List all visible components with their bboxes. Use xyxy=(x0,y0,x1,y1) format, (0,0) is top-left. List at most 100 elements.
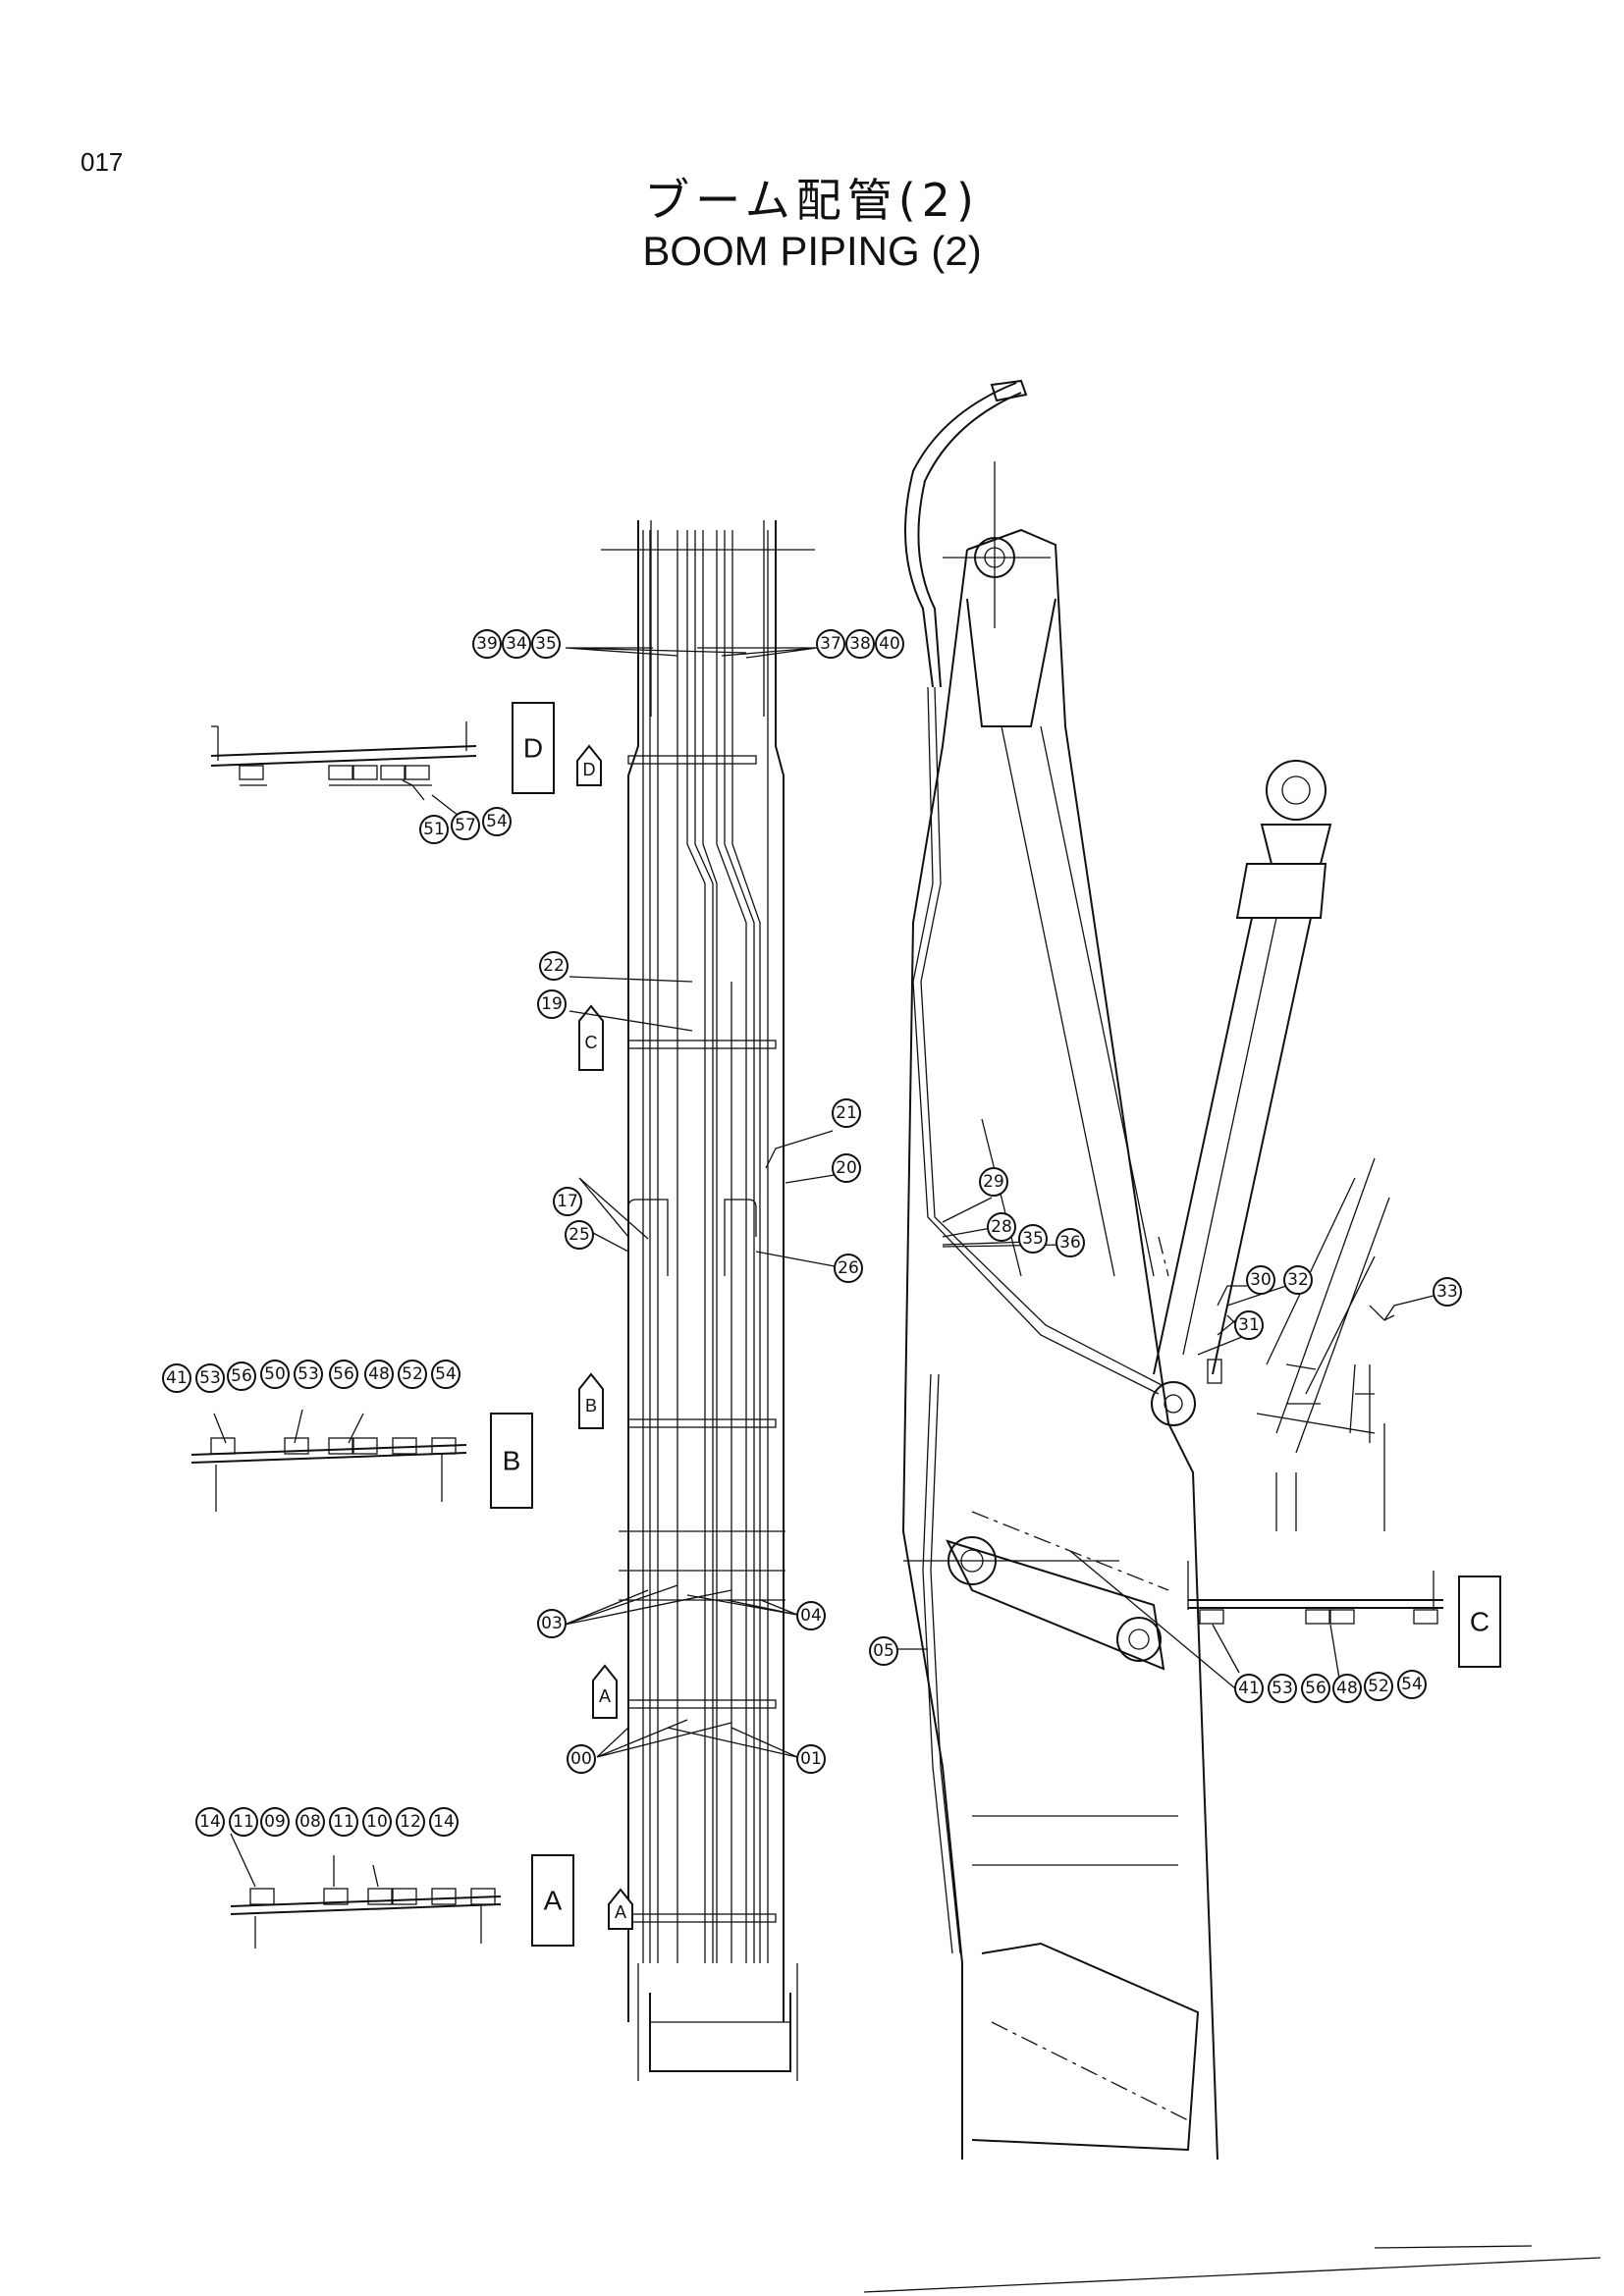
callout-22: 22 xyxy=(539,951,568,981)
callout-38: 38 xyxy=(845,629,875,659)
svg-text:20: 20 xyxy=(836,1158,857,1178)
callout-05: 05 xyxy=(869,1636,898,1666)
svg-text:08: 08 xyxy=(299,1812,321,1832)
svg-text:38: 38 xyxy=(849,634,871,654)
view-label-d: D xyxy=(512,702,555,794)
page-title-japanese: ブーム配管(2) xyxy=(644,174,980,227)
callout-14b-a: 14 xyxy=(429,1807,459,1837)
svg-text:D: D xyxy=(583,760,596,779)
svg-text:04: 04 xyxy=(800,1606,822,1626)
svg-text:35: 35 xyxy=(535,634,557,654)
boom-cylinder xyxy=(1151,760,1332,1426)
section-arrow-d: D xyxy=(576,744,602,786)
callout-35-side: 35 xyxy=(1018,1224,1048,1254)
boom-side-view xyxy=(901,379,1395,2161)
callout-20: 20 xyxy=(832,1153,861,1183)
callout-56b-b: 56 xyxy=(329,1360,358,1389)
view-label-a: A xyxy=(531,1854,574,1947)
callout-57: 57 xyxy=(451,811,480,840)
bottom-border xyxy=(863,2257,1601,2293)
svg-text:09: 09 xyxy=(264,1812,286,1832)
callout-35: 35 xyxy=(531,629,561,659)
svg-text:C: C xyxy=(1470,1607,1489,1637)
svg-text:03: 03 xyxy=(541,1614,563,1633)
svg-text:54: 54 xyxy=(435,1364,457,1384)
callout-28: 28 xyxy=(987,1212,1016,1242)
section-arrow-a-lower: A xyxy=(608,1888,633,1930)
svg-text:51: 51 xyxy=(423,820,445,839)
callout-00: 00 xyxy=(567,1744,596,1774)
callout-11-a: 11 xyxy=(229,1807,258,1837)
view-label-b: B xyxy=(490,1413,533,1509)
callout-40: 40 xyxy=(875,629,904,659)
svg-text:B: B xyxy=(503,1446,521,1476)
svg-text:17: 17 xyxy=(557,1192,578,1211)
svg-text:B: B xyxy=(585,1396,597,1415)
svg-text:C: C xyxy=(585,1033,598,1052)
detail-view-b xyxy=(190,1437,467,1512)
section-arrow-a-upper: A xyxy=(592,1664,618,1719)
callout-30: 30 xyxy=(1246,1265,1275,1295)
svg-text:40: 40 xyxy=(879,634,900,654)
svg-text:21: 21 xyxy=(836,1103,857,1123)
callout-39: 39 xyxy=(472,629,502,659)
section-arrow-b: B xyxy=(578,1372,604,1429)
svg-text:53: 53 xyxy=(298,1364,319,1384)
svg-text:48: 48 xyxy=(1336,1679,1358,1698)
svg-text:37: 37 xyxy=(820,634,841,654)
svg-text:25: 25 xyxy=(568,1225,590,1245)
svg-text:A: A xyxy=(615,1902,626,1922)
view-label-c: C xyxy=(1458,1575,1501,1668)
svg-text:A: A xyxy=(599,1686,611,1706)
callout-52-b: 52 xyxy=(398,1360,427,1389)
callout-48-c: 48 xyxy=(1332,1674,1362,1703)
svg-text:53: 53 xyxy=(199,1368,221,1388)
boom-top-view xyxy=(601,520,815,2081)
callout-56-c: 56 xyxy=(1301,1674,1330,1703)
detail-view-c xyxy=(1187,1561,1443,1625)
svg-text:01: 01 xyxy=(800,1749,822,1769)
callout-11b-a: 11 xyxy=(329,1807,358,1837)
callout-53b-b: 53 xyxy=(294,1360,323,1389)
svg-text:53: 53 xyxy=(1272,1679,1293,1698)
callout-26: 26 xyxy=(834,1254,863,1283)
svg-text:11: 11 xyxy=(333,1812,354,1832)
callout-54-d: 54 xyxy=(482,807,512,836)
callout-32: 32 xyxy=(1283,1265,1313,1295)
callout-25: 25 xyxy=(565,1220,594,1250)
svg-text:05: 05 xyxy=(873,1641,894,1661)
callout-36: 36 xyxy=(1056,1228,1085,1257)
callout-01: 01 xyxy=(796,1744,826,1774)
svg-text:A: A xyxy=(544,1886,563,1916)
svg-text:54: 54 xyxy=(1401,1675,1423,1694)
callout-54-b: 54 xyxy=(431,1360,460,1389)
svg-text:56: 56 xyxy=(333,1364,354,1384)
svg-text:52: 52 xyxy=(402,1364,423,1384)
svg-text:36: 36 xyxy=(1059,1233,1081,1253)
svg-text:33: 33 xyxy=(1436,1282,1458,1302)
callout-56-b: 56 xyxy=(227,1362,256,1391)
callout-19: 19 xyxy=(537,989,567,1019)
svg-text:39: 39 xyxy=(476,634,498,654)
svg-text:00: 00 xyxy=(570,1749,592,1769)
callout-21: 21 xyxy=(832,1098,861,1128)
svg-text:14: 14 xyxy=(199,1812,221,1832)
callout-48-b: 48 xyxy=(364,1360,394,1389)
svg-text:41: 41 xyxy=(1238,1679,1260,1698)
svg-text:D: D xyxy=(523,733,543,764)
callout-53-c: 53 xyxy=(1268,1674,1297,1703)
callout-14-a: 14 xyxy=(195,1807,225,1837)
svg-text:11: 11 xyxy=(233,1812,254,1832)
svg-text:29: 29 xyxy=(983,1172,1004,1192)
svg-text:48: 48 xyxy=(368,1364,390,1384)
callout-37: 37 xyxy=(816,629,845,659)
svg-text:10: 10 xyxy=(366,1812,388,1832)
callout-10-a: 10 xyxy=(362,1807,392,1837)
svg-text:30: 30 xyxy=(1250,1270,1272,1290)
callout-08-a: 08 xyxy=(296,1807,325,1837)
svg-text:14: 14 xyxy=(433,1812,455,1832)
leader-lines xyxy=(213,647,1435,1888)
svg-text:19: 19 xyxy=(541,994,563,1014)
section-arrow-c: C xyxy=(578,1004,604,1071)
